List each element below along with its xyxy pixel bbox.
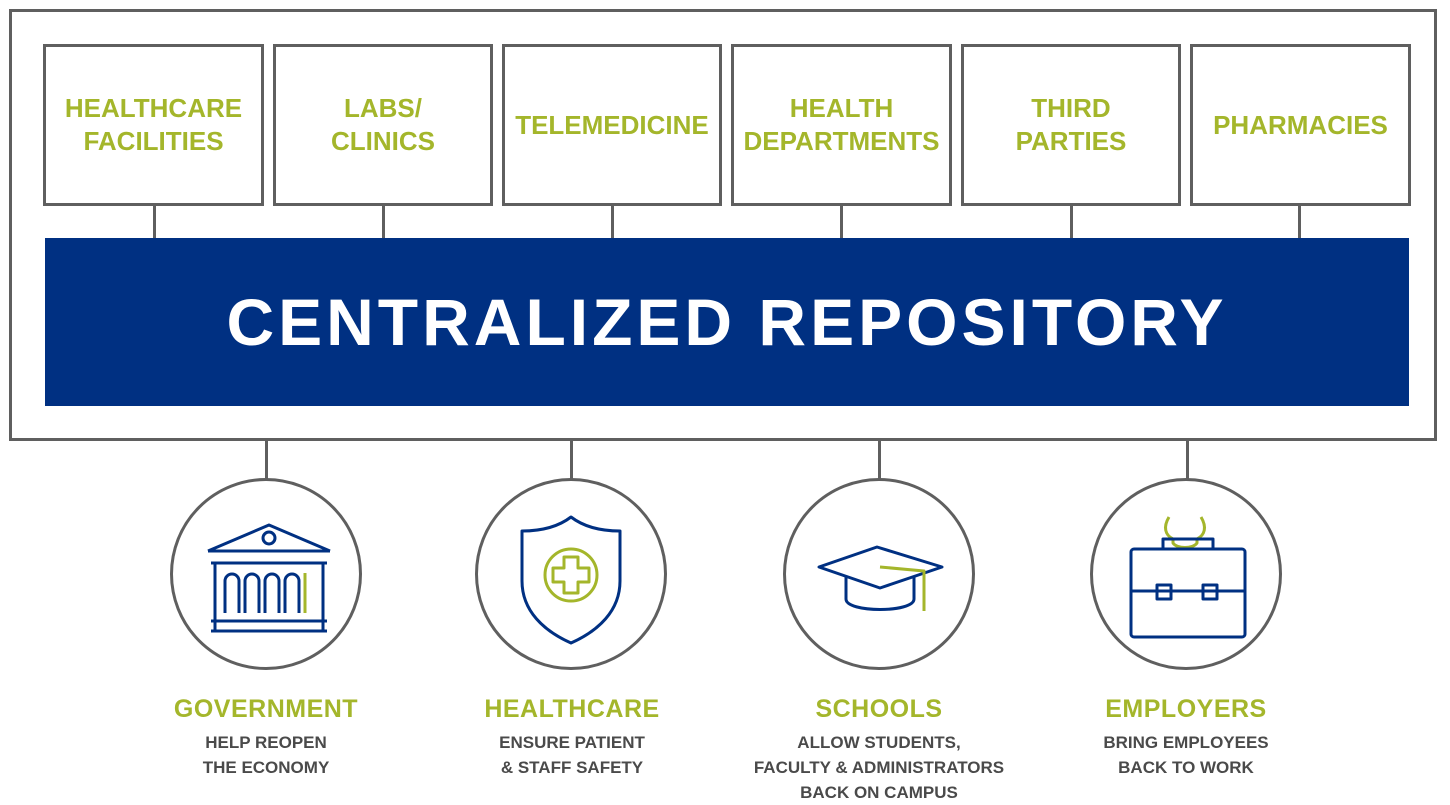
consumer-title: SCHOOLS	[815, 695, 943, 723]
employers-circle	[1090, 478, 1282, 670]
consumer-schools: SCHOOLS ALLOW STUDENTS, FACULTY & ADMINI…	[719, 694, 1039, 805]
source-label: HEALTHCARE FACILITIES	[64, 93, 243, 156]
consumer-description: ALLOW STUDENTS, FACULTY & ADMINISTRATORS…	[753, 733, 1005, 802]
consumer-title: HEALTHCARE	[484, 695, 660, 723]
medical-shield-icon	[520, 515, 622, 645]
source-label: THIRD PARTIES	[1015, 93, 1127, 156]
source-label: LABS/ CLINICS	[331, 93, 435, 156]
consumer-healthcare: HEALTHCARE ENSURE PATIENT & STAFF SAFETY	[412, 694, 732, 780]
consumer-description: ENSURE PATIENT & STAFF SAFETY	[499, 733, 645, 777]
graduation-cap-icon	[817, 545, 944, 611]
consumer-title: GOVERNMENT	[173, 695, 359, 723]
consumer-connector	[265, 441, 268, 479]
healthcare-circle	[475, 478, 667, 670]
schools-circle	[783, 478, 975, 670]
centralized-repository-bar: CENTRALIZED REPOSITORY	[45, 238, 1409, 406]
source-connector	[153, 205, 156, 239]
source-connector	[1070, 205, 1073, 239]
source-label: HEALTH DEPARTMENTS	[743, 93, 940, 156]
source-connector	[1298, 205, 1301, 239]
consumer-employers: EMPLOYERS BRING EMPLOYEES BACK TO WORK	[1026, 694, 1346, 780]
source-box-telemedicine: TELEMEDICINE	[502, 44, 722, 206]
source-connector	[840, 205, 843, 239]
source-box-third-parties: THIRD PARTIES	[961, 44, 1181, 206]
source-box-health-departments: HEALTH DEPARTMENTS	[731, 44, 952, 206]
consumer-connector	[1186, 441, 1189, 479]
source-label: TELEMEDICINE	[515, 109, 709, 140]
consumer-government: GOVERNMENT HELP REOPEN THE ECONOMY	[106, 694, 426, 780]
source-box-healthcare-facilities: HEALTHCARE FACILITIES	[43, 44, 264, 206]
source-box-labs-clinics: LABS/ CLINICS	[273, 44, 493, 206]
repository-label: CENTRALIZED REPOSITORY	[226, 285, 1228, 359]
outer-frame	[9, 9, 1437, 441]
consumer-description: HELP REOPEN THE ECONOMY	[202, 733, 330, 777]
consumer-connector	[878, 441, 881, 479]
government-building-icon	[207, 523, 331, 633]
consumer-title: EMPLOYERS	[1105, 695, 1267, 723]
source-connector	[611, 205, 614, 239]
source-connector	[382, 205, 385, 239]
source-box-pharmacies: PHARMACIES	[1190, 44, 1411, 206]
government-circle	[170, 478, 362, 670]
source-label: PHARMACIES	[1213, 109, 1388, 140]
consumer-description: BRING EMPLOYEES BACK TO WORK	[1103, 733, 1269, 777]
briefcase-icon	[1129, 516, 1247, 639]
consumer-connector	[570, 441, 573, 479]
